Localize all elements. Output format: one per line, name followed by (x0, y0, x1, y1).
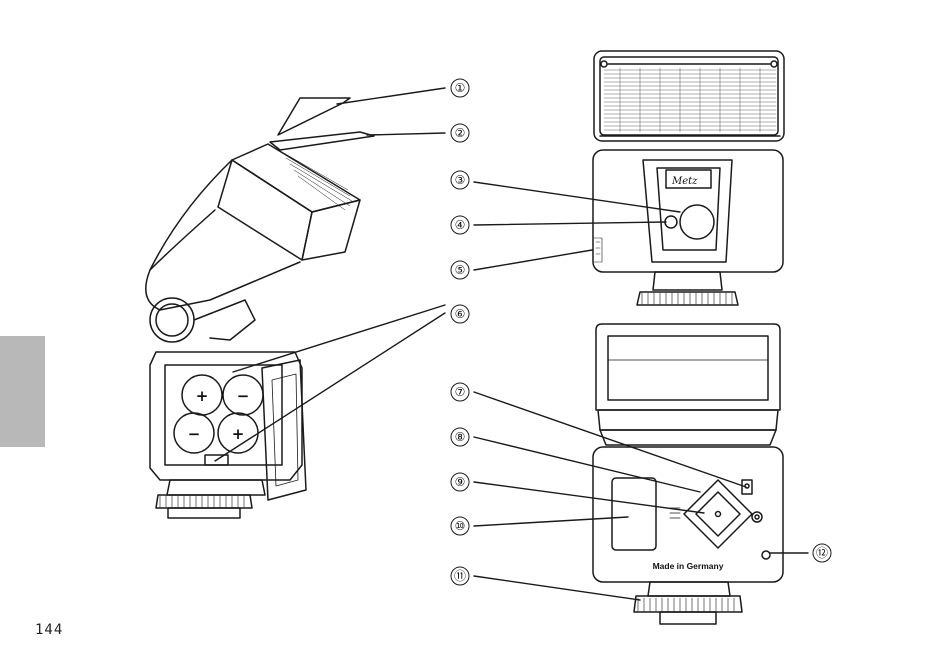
bounce-card (270, 132, 374, 150)
callout-circles (451, 79, 831, 585)
callout-label: ① (455, 81, 466, 95)
brand-logo: Metz (671, 176, 698, 187)
callout-label: ② (455, 126, 466, 140)
flash-head-back (596, 324, 780, 410)
foot-lock-ring (637, 292, 738, 305)
callout-label: ⑪ (454, 569, 466, 583)
battery-door (262, 360, 306, 500)
front-view-flash: Metz (593, 51, 784, 305)
callout-label: ⑥ (455, 307, 466, 321)
light-sensor (680, 205, 714, 239)
callout-label: ④ (455, 218, 466, 232)
battery-door-back (612, 478, 656, 550)
hot-shoe-foot-back (660, 612, 716, 624)
battery-polarity: − (188, 425, 201, 443)
callout-label: ⑩ (455, 519, 466, 533)
af-assist-led (665, 216, 677, 228)
foot-ring (167, 480, 265, 495)
center-button (716, 512, 721, 517)
callout-label: ⑧ (455, 430, 466, 444)
gear-icon (752, 512, 762, 522)
hot-shoe-foot (168, 508, 240, 518)
battery-polarity: + (196, 387, 209, 405)
base-body (150, 352, 302, 480)
head-arm (146, 160, 300, 310)
status-led (762, 551, 770, 559)
battery-polarity: − (237, 387, 250, 405)
callout-label: ⑫ (816, 546, 828, 560)
back-view-flash (593, 324, 783, 624)
callout-label: ③ (455, 173, 466, 187)
battery-polarity: + (232, 425, 245, 443)
made-in-label: Made in Germany (653, 561, 724, 571)
callout-label: ⑨ (455, 475, 466, 489)
callout-label: ⑤ (455, 263, 466, 277)
ready-indicator (742, 480, 752, 494)
side-view-flash (146, 98, 374, 518)
callout-label: ⑦ (455, 385, 466, 399)
